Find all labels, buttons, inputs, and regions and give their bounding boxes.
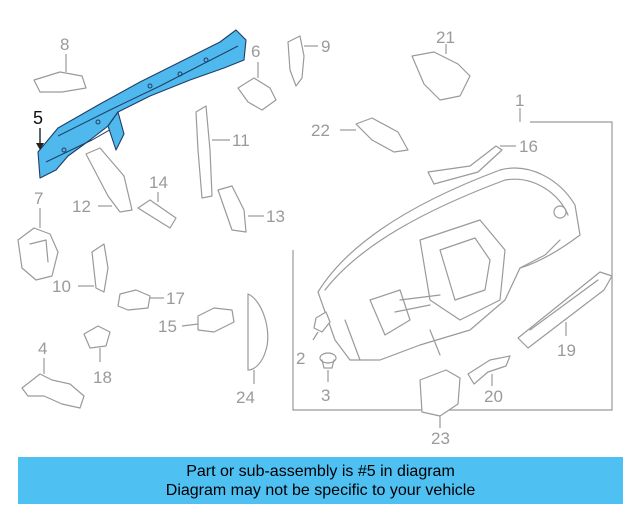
label-23: 23 bbox=[431, 429, 450, 448]
part-13 bbox=[217, 185, 264, 233]
label-6: 6 bbox=[251, 42, 260, 61]
label-21: 21 bbox=[436, 28, 455, 47]
banner-line-disclaimer: Diagram may not be specific to your vehi… bbox=[165, 481, 476, 499]
label-13: 13 bbox=[266, 207, 285, 226]
label-11: 11 bbox=[232, 131, 250, 150]
part-5-crossbeam bbox=[36, 29, 247, 179]
part-9 bbox=[287, 35, 318, 87]
part-3 bbox=[319, 352, 337, 382]
part-11 bbox=[195, 105, 230, 199]
part-6 bbox=[237, 62, 277, 111]
part-23 bbox=[419, 369, 461, 428]
part-1-box bbox=[292, 108, 613, 411]
part-8 bbox=[33, 54, 87, 93]
label-8: 8 bbox=[60, 35, 69, 54]
part-16 bbox=[427, 145, 516, 185]
part-14 bbox=[137, 192, 177, 229]
label-22: 22 bbox=[311, 121, 330, 140]
label-14: 14 bbox=[149, 173, 168, 192]
label-9: 9 bbox=[321, 37, 330, 56]
part-12 bbox=[85, 147, 133, 213]
part-21 bbox=[411, 44, 471, 101]
label-20: 20 bbox=[484, 387, 503, 406]
label-19: 19 bbox=[557, 341, 576, 360]
label-1: 1 bbox=[515, 91, 524, 110]
part-22 bbox=[340, 117, 409, 153]
label-12: 12 bbox=[72, 197, 91, 216]
label-24: 24 bbox=[236, 388, 255, 407]
label-16: 16 bbox=[519, 137, 538, 156]
label-17: 17 bbox=[166, 289, 185, 308]
label-5: 5 bbox=[33, 108, 43, 128]
label-3: 3 bbox=[321, 386, 330, 405]
label-18: 18 bbox=[93, 368, 112, 387]
part-15 bbox=[181, 307, 235, 333]
part-20 bbox=[467, 355, 511, 386]
part-24 bbox=[247, 293, 269, 384]
banner-line-part: Part or sub-assembly is #5 in diagram bbox=[186, 462, 455, 480]
part-19 bbox=[517, 271, 613, 349]
dashboard-panel bbox=[317, 167, 581, 361]
part-7 bbox=[17, 208, 59, 281]
label-7: 7 bbox=[34, 189, 43, 208]
info-banner: Part or sub-assembly is #5 in diagram Di… bbox=[18, 457, 623, 504]
part-2 bbox=[312, 311, 331, 341]
label-15: 15 bbox=[158, 317, 177, 336]
label-10: 10 bbox=[52, 277, 71, 296]
part-17 bbox=[117, 289, 164, 311]
parts-diagram: 1 2 3 4 bbox=[17, 28, 613, 448]
part-10 bbox=[78, 243, 109, 293]
part-18 bbox=[83, 325, 111, 362]
label-4: 4 bbox=[38, 339, 47, 358]
label-2: 2 bbox=[296, 349, 305, 368]
part-4 bbox=[21, 358, 85, 409]
